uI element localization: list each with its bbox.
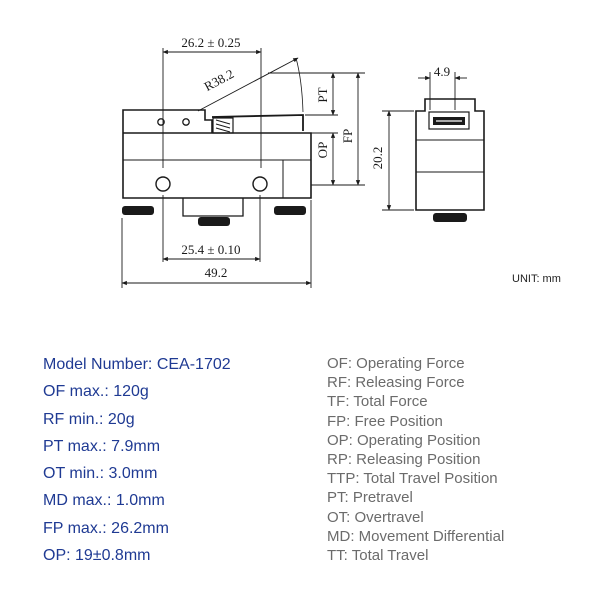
- legend-item: FP: Free Position: [327, 412, 443, 430]
- legend-item: RF: Releasing Force: [327, 374, 465, 392]
- radius-dimension: R38.2: [201, 66, 236, 94]
- spec-fp-max: FP max.: 26.2mm: [43, 519, 169, 537]
- fp-label: FP: [340, 129, 355, 143]
- spec-ot-min: OT min.: 3.0mm: [43, 465, 158, 483]
- top-width-dimension: 26.2 ± 0.25: [181, 35, 240, 50]
- height-dimension: 20.2: [370, 147, 385, 170]
- total-width-dimension: 49.2: [205, 265, 228, 280]
- legend-item: OF: Operating Force: [327, 355, 465, 372]
- pt-label: PT: [315, 87, 330, 102]
- spec-pt-max: PT max.: 7.9mm: [43, 437, 161, 455]
- abbreviation-legend: OF: Operating Force RF: Releasing Force …: [327, 354, 504, 565]
- technical-drawing: 26.2 ± 0.25 R38.2 PT OP FP 20.2 4.9 25.4…: [121, 35, 485, 288]
- side-width-dimension: 4.9: [434, 64, 450, 79]
- front-view-dimensions: [121, 48, 365, 288]
- spec-of-max: OF max.: 120g: [43, 383, 149, 401]
- legend-item: RP: Releasing Position: [327, 451, 481, 469]
- hole-spacing-dimension: 25.4 ± 0.10: [181, 242, 240, 257]
- legend-item: OT: Overtravel: [327, 508, 424, 526]
- spec-list: Model Number: CEA-1702 OF max.: 120g RF …: [43, 351, 231, 569]
- unit-label: UNIT: mm: [512, 273, 561, 285]
- legend-item: TT: Total Travel: [327, 547, 429, 565]
- side-view-dimensions: [382, 72, 467, 211]
- legend-item: PT: Pretravel: [327, 489, 413, 507]
- switch-front-view: [122, 109, 312, 226]
- spec-md-max: MD max.: 1.0mm: [43, 492, 165, 510]
- legend-item: TTP: Total Travel Position: [327, 470, 498, 488]
- op-label: OP: [315, 142, 330, 159]
- spec-rf-min: RF min.: 20g: [43, 410, 135, 428]
- legend-item: OP: Operating Position: [327, 431, 481, 449]
- spec-op: OP: 19±0.8mm: [43, 547, 151, 565]
- spec-model-number: Model Number: CEA-1702: [43, 356, 231, 373]
- legend-item: TF: Total Force: [327, 393, 428, 411]
- legend-item: MD: Movement Differential: [327, 527, 505, 545]
- switch-side-view: [415, 98, 485, 222]
